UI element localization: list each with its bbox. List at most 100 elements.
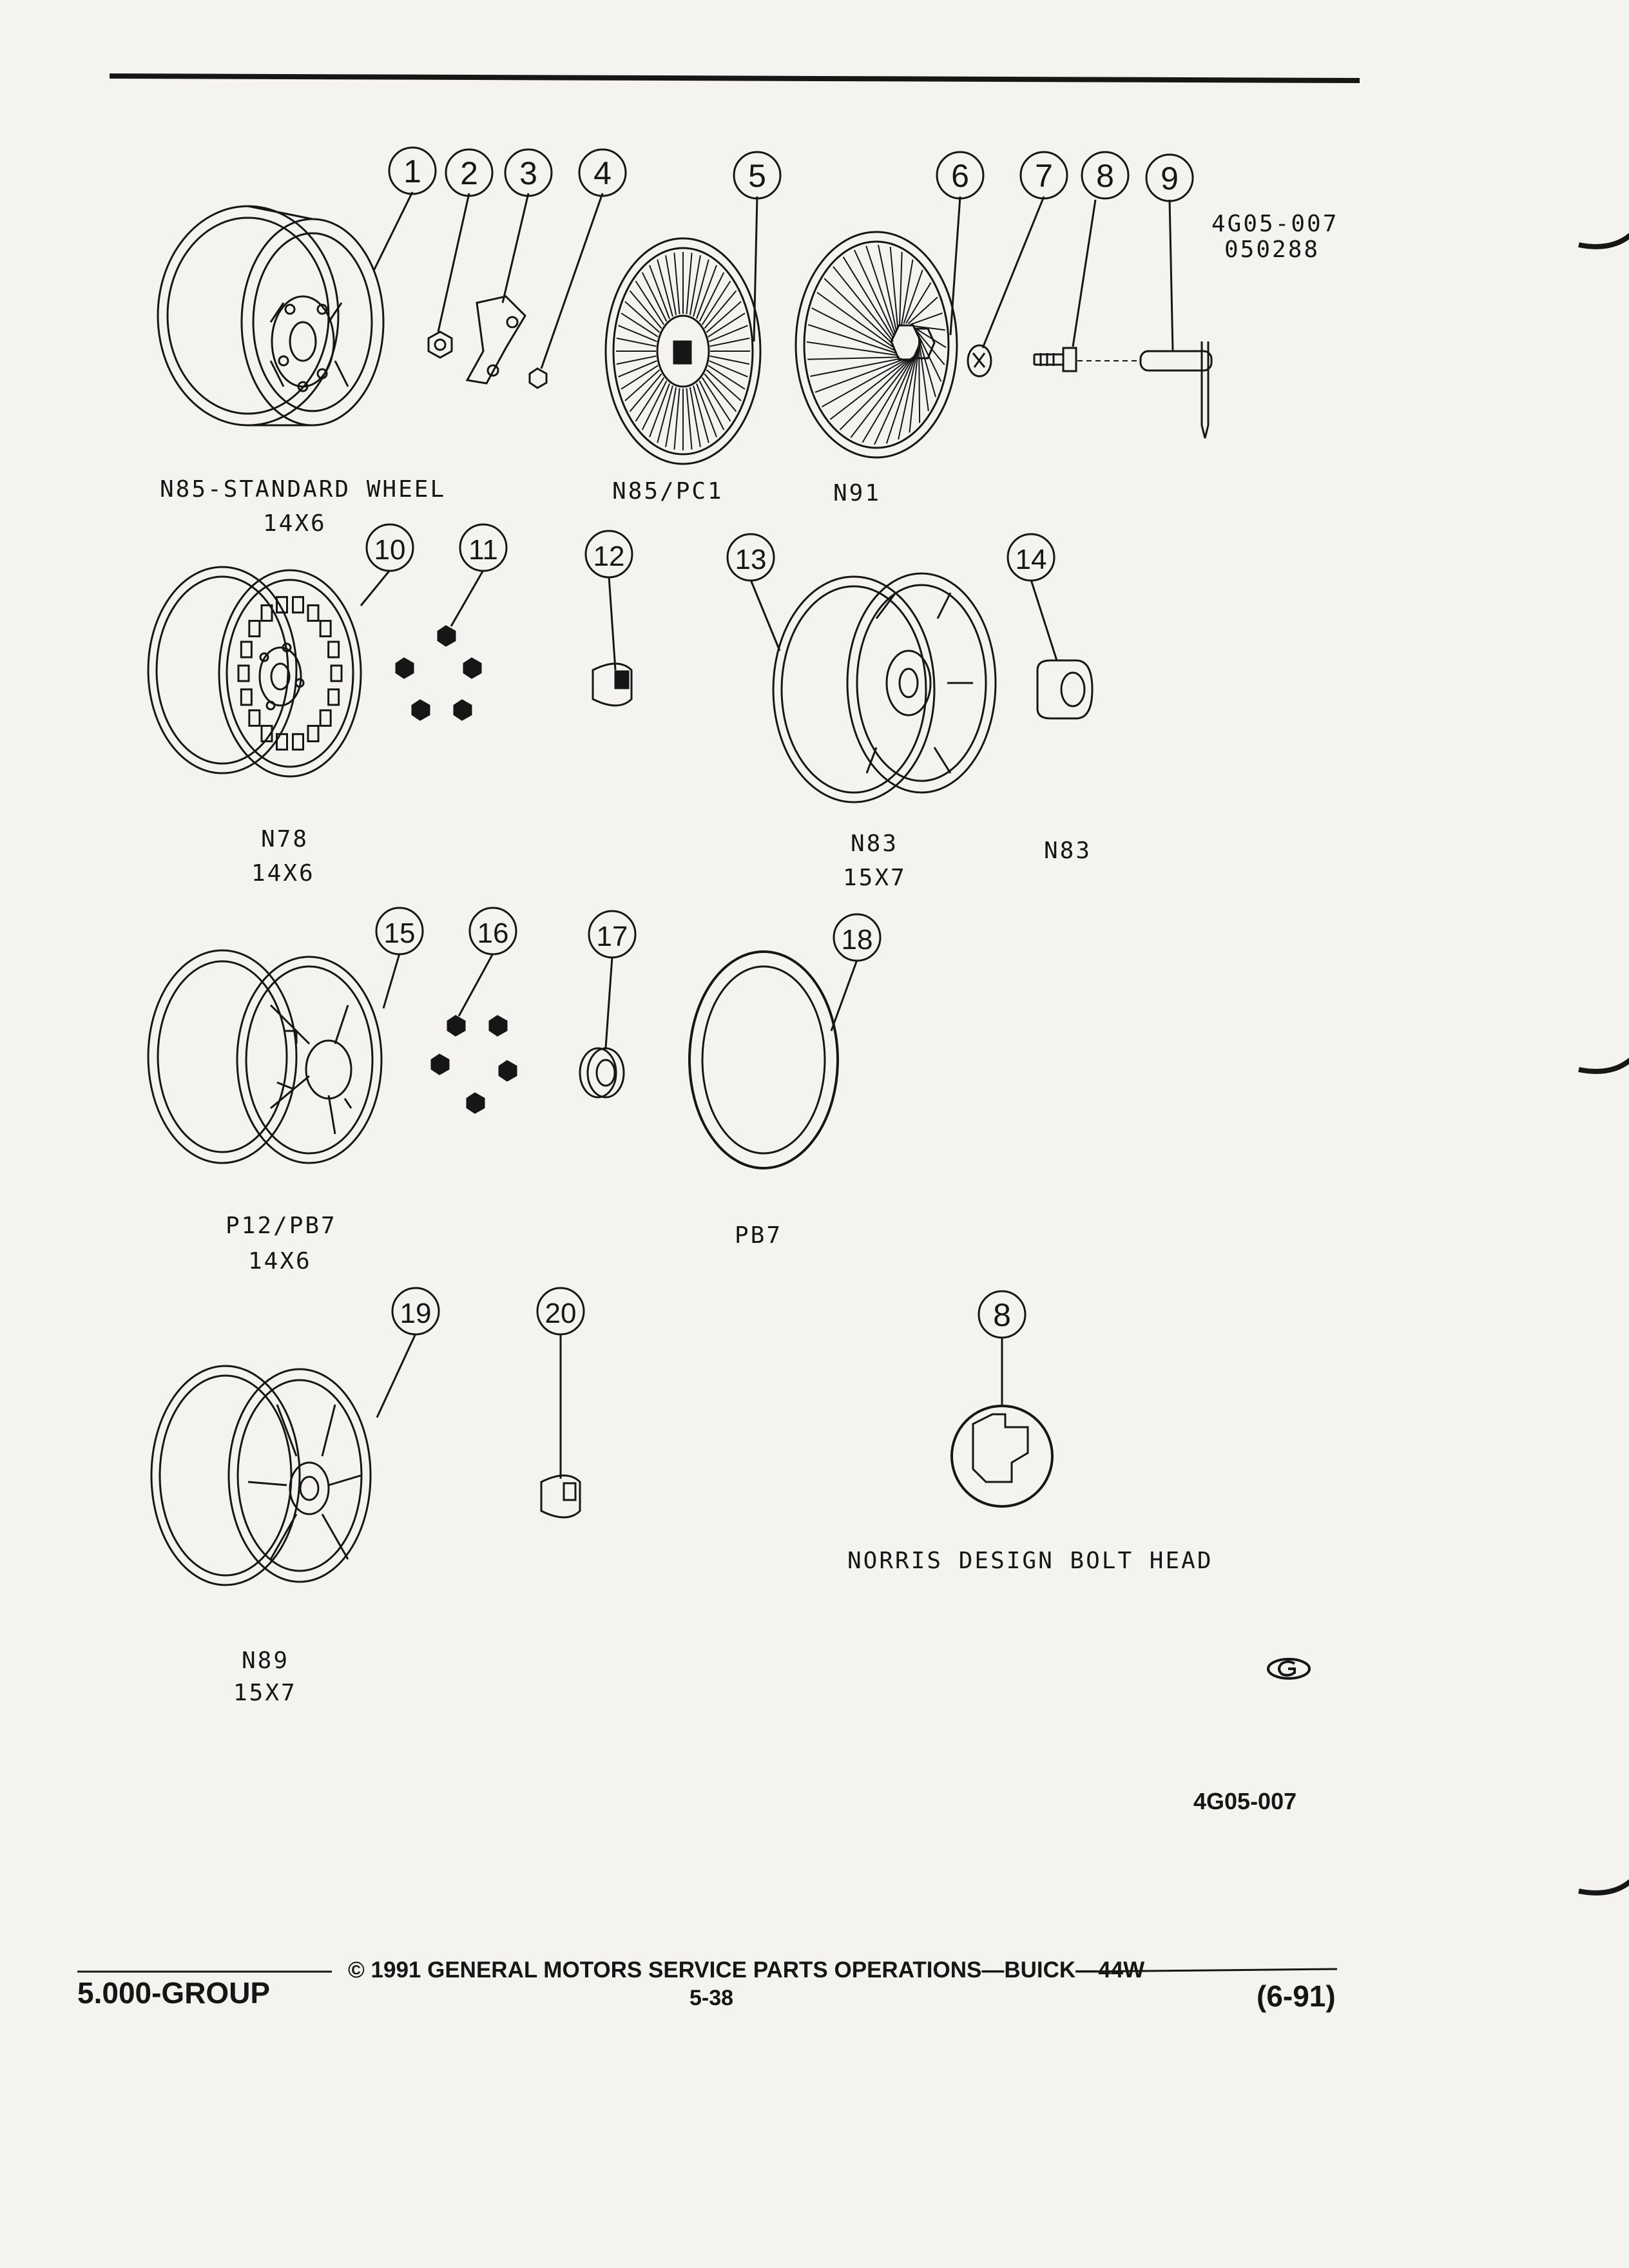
- detail-stroke: [673, 253, 680, 314]
- detail-stroke: [885, 350, 918, 444]
- callout-19: 19: [400, 1298, 432, 1329]
- caption-n85-pc1: N85/PC1: [612, 478, 724, 505]
- n78-slots: [237, 596, 343, 751]
- callout-16: 16: [477, 918, 509, 949]
- wheel-slot: [319, 709, 332, 727]
- detail-stroke: [618, 325, 657, 342]
- detail-stroke: [909, 344, 920, 433]
- wheel-slot: [330, 664, 343, 682]
- lug-nut-drawing: [427, 331, 453, 359]
- detail-stroke: [621, 365, 659, 390]
- detail-stroke: [641, 272, 668, 322]
- detail-stroke: [635, 280, 665, 325]
- wheel-slot: [327, 688, 340, 706]
- callout-3: 3: [519, 155, 537, 191]
- wheel-slot: [327, 640, 340, 658]
- callout-15: 15: [384, 918, 416, 949]
- detail-stroke: [807, 356, 900, 360]
- detail-stroke: [665, 255, 677, 316]
- detail-stroke: [635, 377, 665, 422]
- n89-wheel-drawing: [150, 1365, 372, 1586]
- wheel-slot: [237, 664, 250, 682]
- detail-stroke: [912, 325, 945, 331]
- detail-stroke: [706, 301, 742, 333]
- detail-stroke: [686, 388, 693, 450]
- detail-stroke: [624, 301, 660, 333]
- key-tool-drawing: [1139, 341, 1213, 439]
- binding-mark: [1578, 1879, 1629, 1896]
- detail-stroke: [649, 383, 670, 437]
- detail-stroke: [914, 327, 947, 349]
- callout-8-norris: 8: [993, 1297, 1011, 1333]
- detail-stroke: [850, 356, 913, 438]
- n83-center-cap-drawing: [1036, 659, 1094, 720]
- emblem-drawing: [967, 344, 992, 378]
- wheel-slot: [260, 725, 273, 743]
- p12-lug-nuts-drawing: [430, 1015, 517, 1114]
- detail-stroke: [649, 265, 670, 320]
- detail-stroke: [706, 369, 742, 401]
- wheel-slot: [240, 640, 253, 658]
- n89-center-cap-drawing: [540, 1474, 581, 1519]
- detail-stroke: [810, 358, 902, 377]
- wheel-slot: [319, 620, 332, 638]
- caption-n85-standard: N85-STANDARD WHEEL: [160, 476, 447, 503]
- detail-stroke: [704, 290, 737, 329]
- callout-18: 18: [842, 924, 873, 956]
- callout-12: 12: [593, 541, 625, 572]
- n78-lug-nuts-drawing: [395, 625, 482, 721]
- caption-pb7: PB7: [735, 1222, 783, 1249]
- detail-stroke: [853, 249, 895, 336]
- caption-n89: N89: [242, 1648, 290, 1674]
- detail-stroke: [629, 290, 662, 329]
- n78-wheel-drawing: [147, 566, 362, 778]
- wheel-cover-spokes: [616, 252, 750, 450]
- detail-stroke: [704, 373, 737, 412]
- callout-10: 10: [374, 534, 406, 566]
- caption-p12-pb7: P12/PB7: [226, 1213, 337, 1239]
- detail-stroke: [839, 358, 911, 430]
- wheel-slot: [307, 725, 320, 743]
- norris-bolt-head-drawing: [950, 1405, 1054, 1508]
- detail-stroke: [903, 269, 923, 324]
- detail-stroke: [806, 341, 898, 356]
- detail-stroke: [910, 312, 943, 325]
- detail-stroke: [709, 355, 750, 365]
- detail-stroke: [696, 265, 717, 320]
- binding-mark: [1578, 233, 1629, 249]
- detail-stroke: [915, 329, 945, 365]
- caption-n78: N78: [261, 826, 309, 852]
- callout-14: 14: [1016, 544, 1047, 575]
- detail-stroke: [624, 369, 660, 401]
- n83-wheel-drawing: [772, 572, 997, 803]
- detail-stroke: [862, 354, 915, 443]
- detail-stroke: [641, 380, 668, 430]
- wheel-slot: [260, 604, 273, 622]
- caption-n89-size: 15X7: [233, 1680, 297, 1706]
- binding-mark: [1578, 1057, 1629, 1074]
- n78-center-cap-drawing: [592, 662, 633, 707]
- callout-7: 7: [1035, 158, 1053, 194]
- wrench-drawing: [465, 295, 526, 385]
- detail-stroke: [918, 341, 921, 423]
- wheel-slot: [275, 596, 288, 614]
- callout-6: 6: [951, 158, 969, 194]
- detail-stroke: [901, 259, 914, 325]
- callout-circles: [365, 146, 1194, 1339]
- wheel-slot: [275, 733, 288, 751]
- caption-n83-cap: N83: [1044, 838, 1092, 864]
- lock-bolt-drawing: [1033, 347, 1141, 372]
- small-nut-drawing: [528, 367, 548, 389]
- detail-stroke: [709, 325, 748, 342]
- detail-stroke: [689, 255, 701, 316]
- callout-5: 5: [748, 158, 766, 194]
- leader-lines: [360, 191, 1174, 1479]
- detail-stroke: [708, 312, 746, 338]
- detail-stroke: [699, 380, 725, 430]
- callout-13: 13: [735, 544, 767, 575]
- detail-stroke: [686, 253, 693, 314]
- caption-p12-size: 14X6: [248, 1248, 312, 1274]
- footer-group: 5.000-GROUP: [77, 1976, 271, 2010]
- detail-stroke: [657, 385, 673, 443]
- footer-revision: (6-91): [1257, 1979, 1336, 2013]
